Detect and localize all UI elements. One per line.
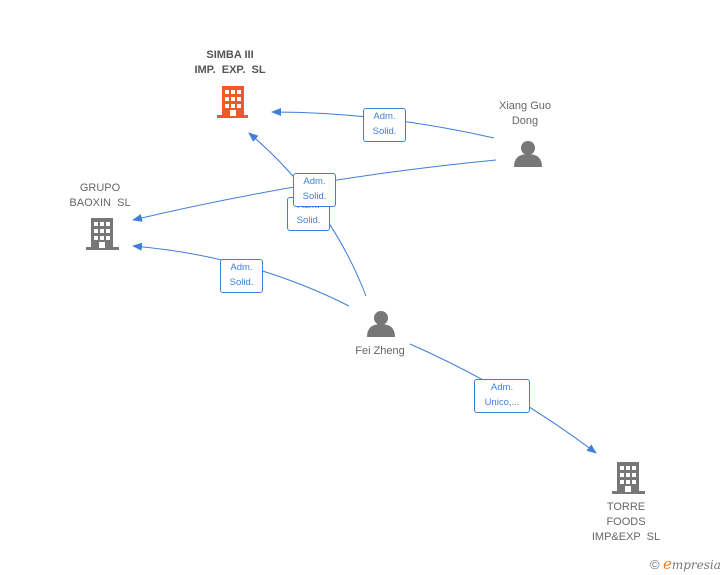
edge-label-fei-torre: Adm. Unico,... (474, 379, 530, 413)
person-name-fei[interactable]: Fei Zheng (355, 345, 405, 357)
company-name-simba[interactable]: SIMBA III IMP. EXP. SL (194, 49, 266, 76)
person-icon[interactable] (514, 141, 542, 167)
person-icon[interactable] (367, 311, 395, 337)
building-icon[interactable] (217, 86, 248, 118)
edge-label-xiang-grupo: Adm. Solid. (293, 173, 336, 207)
logo-e-letter: e (662, 555, 672, 573)
copyright-symbol: © (650, 557, 660, 572)
edge-label-fei-grupo: Adm. Solid. (220, 259, 263, 293)
company-name-torre[interactable]: TORRE FOODS IMP&EXP SL (591, 501, 661, 543)
building-icon[interactable] (86, 218, 119, 250)
logo-wordmark: mpresia (671, 558, 721, 572)
building-icon[interactable] (612, 462, 645, 494)
company-name-grupo[interactable]: GRUPO BAOXIN SL (69, 182, 131, 209)
edge-label-xiang-simba: Adm. Solid. (363, 108, 406, 142)
empresia-logo: © empresia (650, 555, 721, 573)
person-name-xiang[interactable]: Xiang Guo Dong (499, 100, 551, 127)
